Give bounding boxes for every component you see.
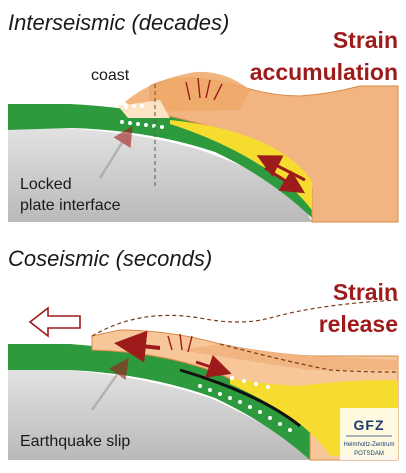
slip-pointer (90, 357, 129, 411)
accretionary-wedge-top (170, 120, 312, 210)
pre-earthquake-surface (91, 299, 399, 337)
coseismic-title: Coseismic (seconds) (8, 246, 212, 271)
strain-cracks-top (185, 77, 223, 101)
strain-accumulation-line2: accumulation (250, 59, 398, 85)
interseismic-title: Interseismic (decades) (8, 10, 229, 35)
logo-sub1: Helmholtz-Zentrum (343, 442, 394, 448)
drag-arrow (256, 155, 306, 182)
locked-interface-pointer (98, 125, 133, 179)
locked-label-line2: plate interface (20, 197, 121, 214)
coseismic-slip-arrow (114, 330, 161, 363)
logo-name: GFZ (354, 417, 385, 433)
coseismic-panel: Coseismic (seconds) Strain release (8, 246, 399, 461)
mantle-bottom (8, 370, 312, 460)
interseismic-panel: Interseismic (decades) Strain accumulati… (8, 10, 399, 223)
strain-accumulation-line1: Strain (333, 27, 398, 53)
oceanic-plate-top (8, 104, 312, 218)
earthquake-slip-label: Earthquake slip (20, 433, 130, 450)
seaward-motion-arrow (28, 306, 81, 338)
slip-dots (198, 376, 292, 432)
locked-label-line1: Locked (20, 176, 72, 193)
coast-label: coast (91, 67, 130, 84)
strain-cracks-bottom (167, 333, 193, 353)
strain-release-line2: release (319, 311, 398, 337)
mantle-top (8, 128, 312, 222)
logo-sub2: POTSDAM (354, 451, 384, 457)
rupture-line (179, 368, 301, 428)
gfz-logo: GFZ Helmholtz-Zentrum POTSDAM (340, 408, 398, 460)
oceanic-plate-bottom (8, 344, 310, 460)
